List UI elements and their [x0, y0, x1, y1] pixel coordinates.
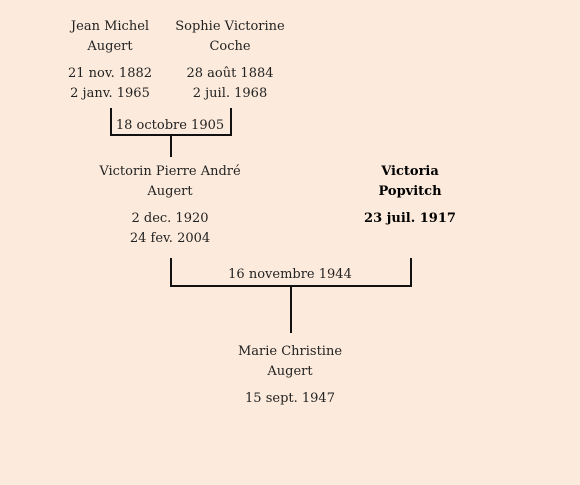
marriage-bracket-right — [410, 258, 412, 287]
last-name: Popvitch — [378, 184, 442, 199]
life-dates: 2 dec. 1920 24 fev. 2004 — [90, 209, 250, 249]
last-name: Coche — [209, 39, 251, 54]
birth-date: 21 nov. 1882 — [67, 66, 153, 81]
first-name: Marie Christine — [237, 344, 343, 359]
person-victoria-popvitch: Victoria Popvitch 23 juil. 1917 — [350, 162, 470, 229]
birth-date: 28 août 1884 — [186, 66, 274, 81]
birth-date: 2 dec. 1920 — [131, 211, 209, 226]
first-name: Jean Michel — [70, 19, 150, 34]
last-name: Augert — [147, 184, 193, 199]
person-victorin-pierre-andre-augert: Victorin Pierre André Augert 2 dec. 1920… — [90, 162, 250, 249]
person-sophie-victorine-coche: Sophie Victorine Coche 28 août 1884 2 ju… — [165, 17, 295, 104]
birth-date: 15 sept. 1947 — [245, 391, 335, 406]
descent-line — [170, 134, 172, 157]
person-jean-michel-augert: Jean Michel Augert 21 nov. 1882 2 janv. … — [50, 17, 170, 104]
descent-line — [290, 285, 292, 333]
life-dates: 23 juil. 1917 — [350, 209, 470, 229]
life-dates: 28 août 1884 2 juil. 1968 — [165, 64, 295, 104]
marriage-date: 18 octobre 1905 — [115, 118, 225, 133]
marriage-date: 16 novembre 1944 — [228, 267, 352, 282]
last-name: Augert — [87, 39, 133, 54]
person-marie-christine-augert: Marie Christine Augert 15 sept. 1947 — [220, 342, 360, 409]
death-date: 2 janv. 1965 — [70, 86, 150, 101]
last-name: Augert — [267, 364, 313, 379]
marriage-bracket-left — [170, 258, 172, 287]
death-date: 24 fev. 2004 — [129, 231, 211, 246]
first-name: Sophie Victorine — [175, 19, 285, 34]
first-name: Victorin Pierre André — [99, 164, 241, 179]
birth-date: 23 juil. 1917 — [364, 211, 456, 226]
death-date: 2 juil. 1968 — [192, 86, 268, 101]
marriage-bracket-left — [110, 108, 112, 136]
marriage-bracket-right — [230, 108, 232, 136]
life-dates: 15 sept. 1947 — [220, 389, 360, 409]
life-dates: 21 nov. 1882 2 janv. 1965 — [50, 64, 170, 104]
first-name: Victoria — [381, 164, 439, 179]
